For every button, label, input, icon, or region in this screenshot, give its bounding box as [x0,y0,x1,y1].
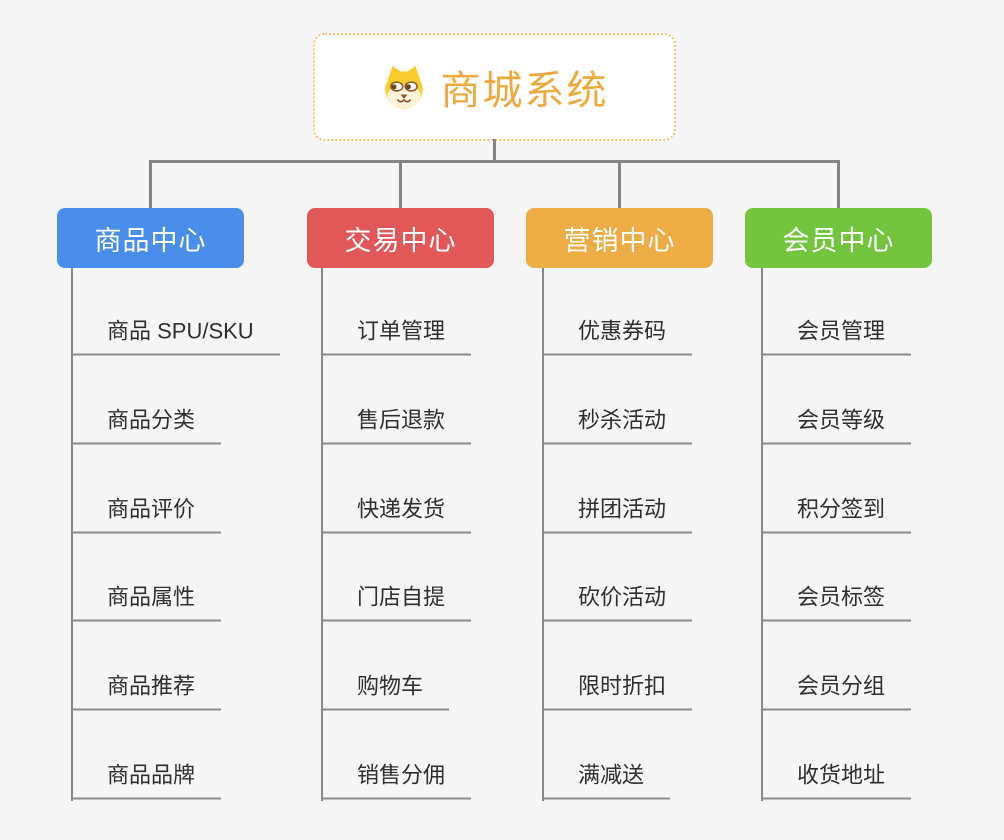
leaf-topic-label: 商品 SPU/SKU [107,318,254,344]
leaf-topic[interactable]: 购物车 [321,673,450,710]
leaf-topic-label: 订单管理 [357,318,446,344]
root-topic-label: 商城系统 [440,69,609,113]
connector-line [399,160,402,208]
leaf-topic-label: 售后退款 [357,407,446,433]
branch-node-product-center[interactable]: 商品中心 [57,208,244,268]
connector-line [761,268,763,801]
leaf-topic-label: 商品品牌 [107,762,196,788]
leaf-topic[interactable]: 商品评价 [71,496,222,533]
leaf-topic[interactable]: 限时折扣 [542,673,693,710]
leaf-topic-label: 商品评价 [107,496,196,522]
leaf-topic-label: 会员分组 [797,673,886,699]
connector-line [149,160,152,208]
leaf-topic-label: 购物车 [357,673,424,699]
branch-node-marketing-center[interactable]: 营销中心 [526,208,713,268]
leaf-topic[interactable]: 订单管理 [321,318,472,355]
branch-node-label: 交易中心 [344,225,457,256]
branch-node-label: 商品中心 [94,225,207,256]
leaf-topic[interactable]: 砍价活动 [542,584,693,621]
leaf-topic-label: 会员管理 [797,318,886,344]
leaf-topic[interactable]: 会员标签 [761,584,912,621]
leaf-topic-label: 会员等级 [797,407,886,433]
leaf-topic[interactable]: 满减送 [542,762,671,799]
leaf-topic-label: 销售分佣 [357,762,446,788]
leaf-topic-label: 快递发货 [357,496,446,522]
branch-node-label: 营销中心 [563,225,676,256]
leaf-topic[interactable]: 会员等级 [761,407,912,444]
connector-line [493,139,496,162]
leaf-topic-label: 优惠券码 [578,318,667,344]
connector-line [618,160,621,208]
leaf-topic[interactable]: 秒杀活动 [542,407,693,444]
branch-node-member-center[interactable]: 会员中心 [745,208,932,268]
branch-node-label: 会员中心 [782,225,895,256]
leaf-topic[interactable]: 商品分类 [71,407,222,444]
leaf-topic-label: 商品分类 [107,407,196,433]
leaf-topic-label: 拼团活动 [578,496,667,522]
leaf-topic-label: 砍价活动 [578,584,667,610]
leaf-topic[interactable]: 收货地址 [761,762,912,799]
leaf-topic[interactable]: 商品推荐 [71,673,222,710]
branch-node-trade-center[interactable]: 交易中心 [307,208,494,268]
connector-line [837,160,840,208]
leaf-topic[interactable]: 商品品牌 [71,762,222,799]
connector-line [149,160,840,163]
leaf-topic-label: 门店自提 [357,584,446,610]
leaf-topic-label: 收货地址 [797,762,886,788]
leaf-topic[interactable]: 积分签到 [761,496,912,533]
leaf-topic-label: 积分签到 [797,496,886,522]
leaf-topic[interactable]: 拼团活动 [542,496,693,533]
leaf-topic[interactable]: 会员分组 [761,673,912,710]
leaf-topic-label: 商品推荐 [107,673,196,699]
leaf-topic-label: 秒杀活动 [578,407,667,433]
connector-line [71,268,73,801]
root-topic[interactable]: 商城系统 [313,33,676,141]
leaf-topic-label: 限时折扣 [578,673,667,699]
dog-face-icon [384,65,423,109]
connector-line [542,268,544,801]
leaf-topic[interactable]: 会员管理 [761,318,912,355]
leaf-topic[interactable]: 商品 SPU/SKU [71,318,280,355]
leaf-topic[interactable]: 商品属性 [71,584,222,621]
leaf-topic-label: 商品属性 [107,584,196,610]
leaf-topic-label: 满减送 [578,762,645,788]
leaf-topic-label: 会员标签 [797,584,886,610]
leaf-topic[interactable]: 售后退款 [321,407,472,444]
leaf-topic[interactable]: 优惠券码 [542,318,693,355]
leaf-topic[interactable]: 门店自提 [321,584,472,621]
leaf-topic[interactable]: 快递发货 [321,496,472,533]
connector-line [321,268,323,801]
leaf-topic[interactable]: 销售分佣 [321,762,472,799]
